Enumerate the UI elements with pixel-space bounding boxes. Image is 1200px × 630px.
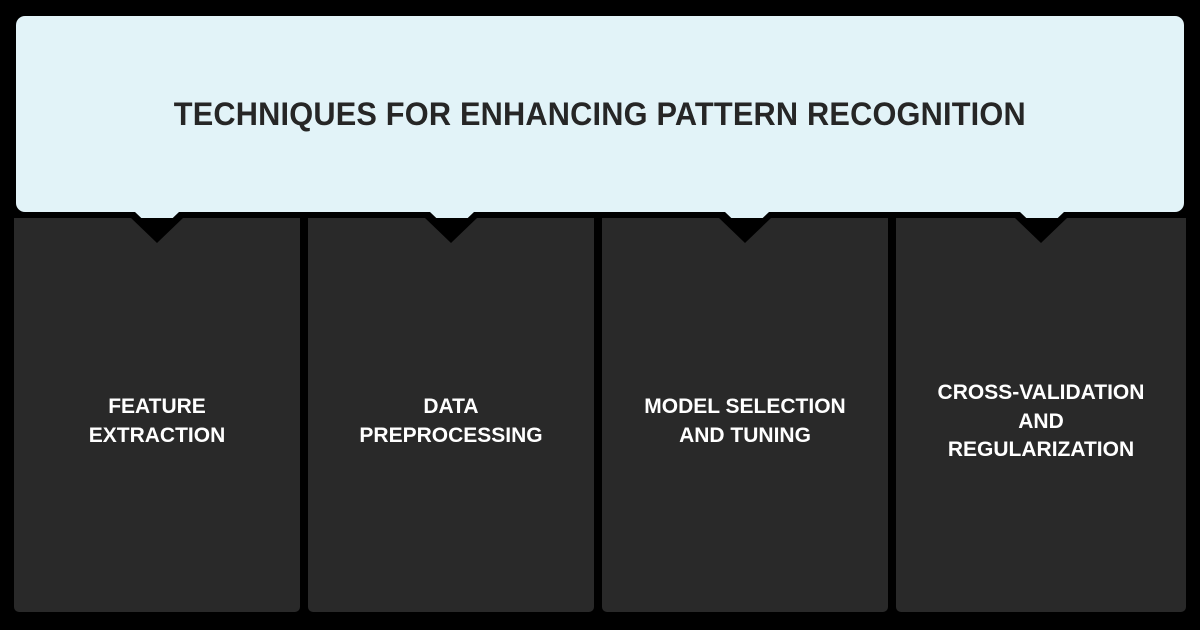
cards-row: FEATURE EXTRACTION DATA PREPROCESSING MO… bbox=[14, 218, 1186, 612]
page-title: TECHNIQUES FOR ENHANCING PATTERN RECOGNI… bbox=[173, 95, 1027, 132]
header-banner: TECHNIQUES FOR ENHANCING PATTERN RECOGNI… bbox=[16, 16, 1184, 233]
chevron-down-icon bbox=[719, 218, 771, 243]
chevron-down-icon bbox=[1015, 218, 1067, 243]
card-label: MODEL SELECTION AND TUNING bbox=[644, 395, 846, 447]
card-feature-extraction[interactable]: FEATURE EXTRACTION bbox=[14, 218, 300, 612]
card-label: CROSS-VALIDATION AND REGULARIZATION bbox=[937, 380, 1145, 462]
card-model-selection-and-tuning[interactable]: MODEL SELECTION AND TUNING bbox=[602, 218, 888, 612]
header-background bbox=[16, 16, 1184, 212]
card-label: FEATURE EXTRACTION bbox=[88, 395, 226, 447]
chevron-down-icon bbox=[425, 218, 477, 243]
card-label: DATA PREPROCESSING bbox=[359, 395, 543, 447]
chevron-down-icon bbox=[131, 218, 183, 243]
card-cross-validation-and-regularization[interactable]: CROSS-VALIDATION AND REGULARIZATION bbox=[896, 218, 1186, 612]
card-data-preprocessing[interactable]: DATA PREPROCESSING bbox=[308, 218, 594, 612]
